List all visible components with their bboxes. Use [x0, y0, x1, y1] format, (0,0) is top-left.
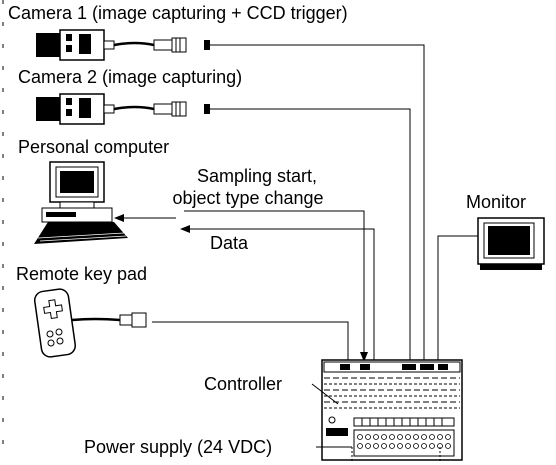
pc-label: Personal computer — [18, 137, 169, 157]
camera1-icon — [36, 29, 210, 61]
monitor-icon — [477, 217, 545, 270]
controller-to-pc-line — [260, 228, 375, 362]
monitor-label: Monitor — [466, 192, 526, 212]
camera2-cable — [210, 108, 411, 362]
pc-to-controller-arrowhead — [360, 352, 368, 362]
data-arrowhead-left — [114, 214, 124, 222]
power-label: Power supply (24 VDC) — [84, 437, 272, 457]
camera1-cable — [210, 44, 425, 362]
data-label: Data — [210, 233, 249, 253]
controller-label: Controller — [204, 374, 282, 394]
keypad-cable — [152, 321, 349, 362]
pc-to-controller-line — [184, 210, 365, 358]
controller-icon — [321, 359, 463, 461]
keypad-icon — [33, 288, 147, 358]
computer-icon — [34, 161, 128, 244]
data-arrowhead-left-2 — [180, 225, 190, 233]
camera2-label: Camera 2 (image capturing) — [18, 67, 242, 87]
monitor-cable — [437, 235, 478, 362]
sampling-label-line2: object type change — [172, 188, 323, 208]
camera2-icon — [36, 93, 210, 125]
controller-leader — [311, 383, 339, 405]
keypad-label: Remote key pad — [16, 264, 147, 284]
camera1-label: Camera 1 (image capturing + CCD trigger) — [8, 3, 348, 23]
sampling-label-line1: Sampling start, — [197, 166, 317, 186]
